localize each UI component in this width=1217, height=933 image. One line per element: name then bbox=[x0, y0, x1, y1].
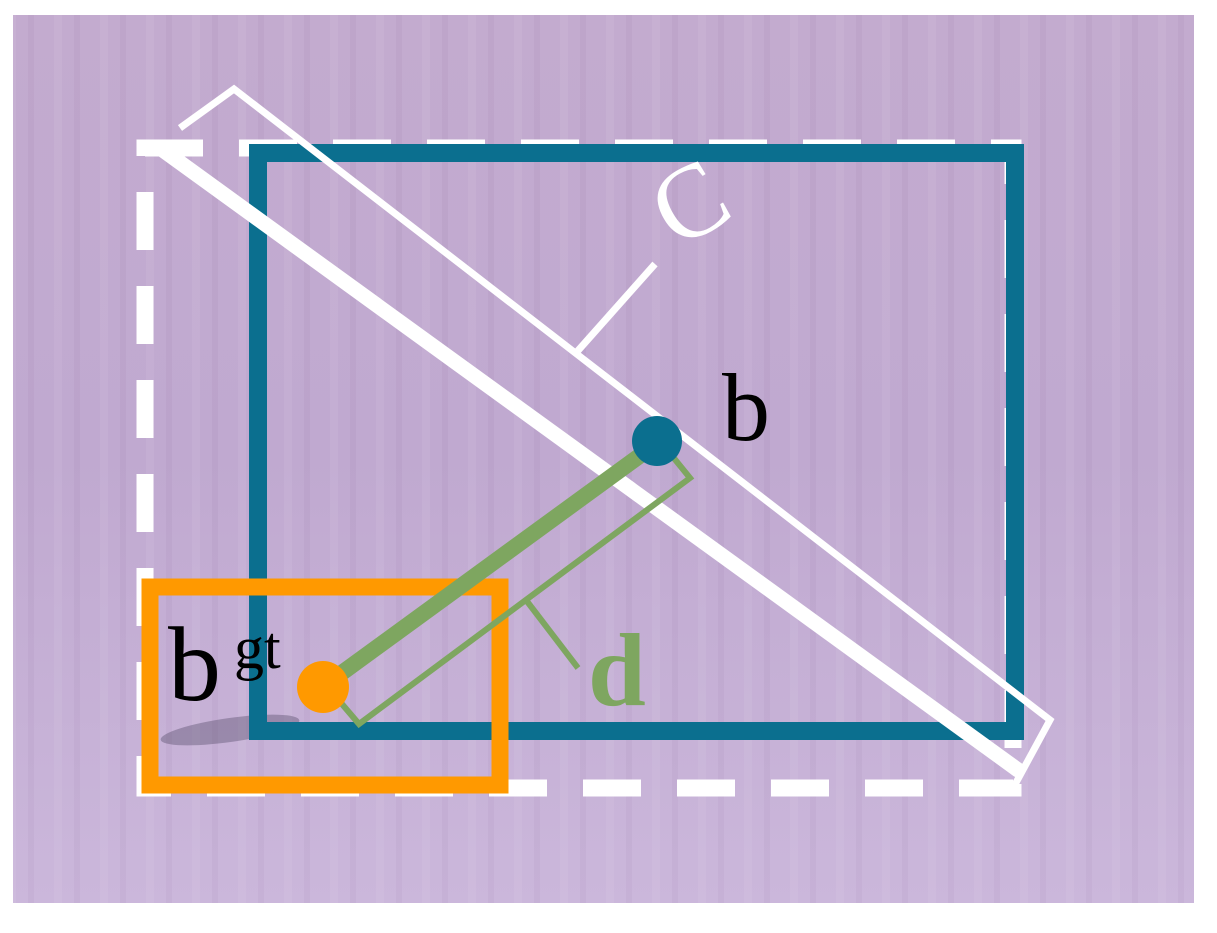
predicted-center-point bbox=[632, 416, 682, 466]
ground-truth-center-point bbox=[297, 661, 349, 713]
ground-truth-box bbox=[141, 578, 509, 794]
diagonal-line bbox=[152, 140, 1026, 778]
center-distance-line bbox=[320, 433, 668, 691]
distance-bracket bbox=[327, 439, 695, 729]
distance-bracket-tick bbox=[523, 598, 581, 670]
label-d: d bbox=[588, 613, 646, 728]
label-bgt-superscript: gt bbox=[234, 615, 281, 681]
label-b: b bbox=[722, 354, 770, 461]
diagonal-bracket bbox=[177, 84, 1055, 792]
label-bgt-base: b bbox=[168, 606, 221, 723]
predicted-box bbox=[249, 144, 1024, 740]
diagonal-bracket-tick bbox=[572, 261, 658, 357]
